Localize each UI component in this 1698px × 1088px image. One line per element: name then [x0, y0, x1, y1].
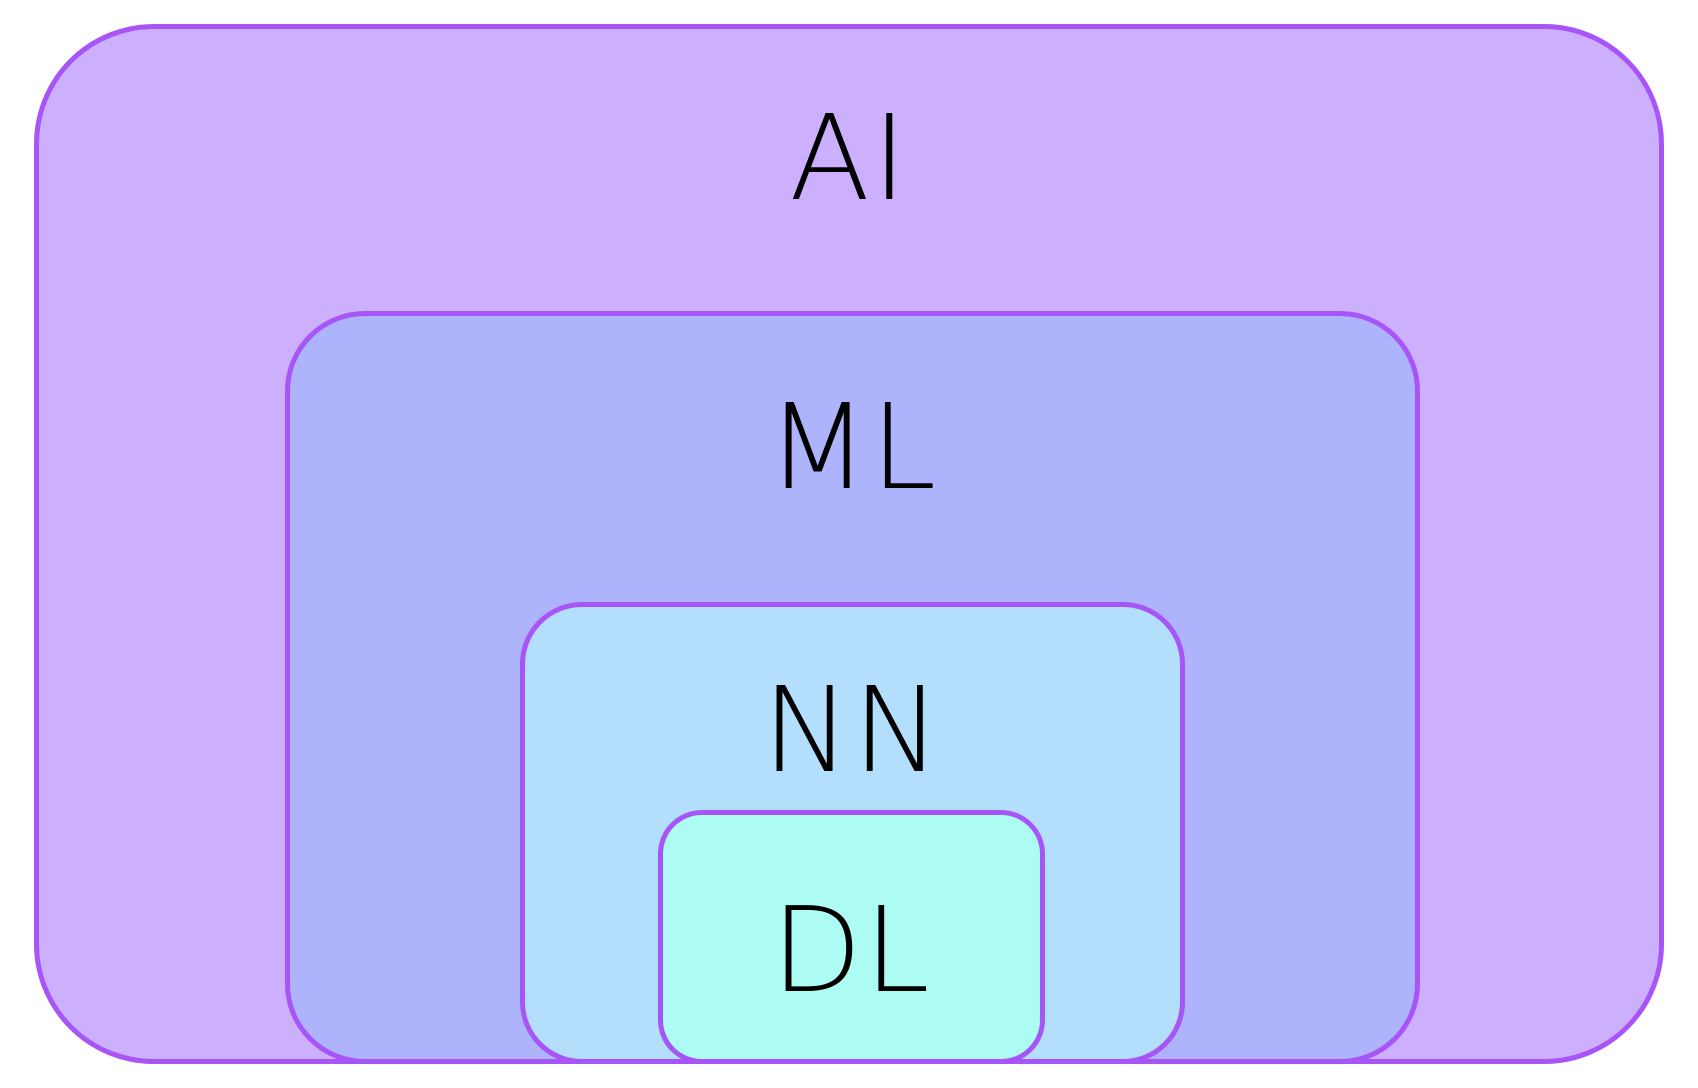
ml-label: ML: [766, 378, 939, 516]
dl-label: DL: [771, 881, 932, 1019]
dl-box: DL: [658, 810, 1045, 1064]
nn-label: NN: [762, 661, 943, 799]
ai-label: AI: [789, 89, 909, 227]
